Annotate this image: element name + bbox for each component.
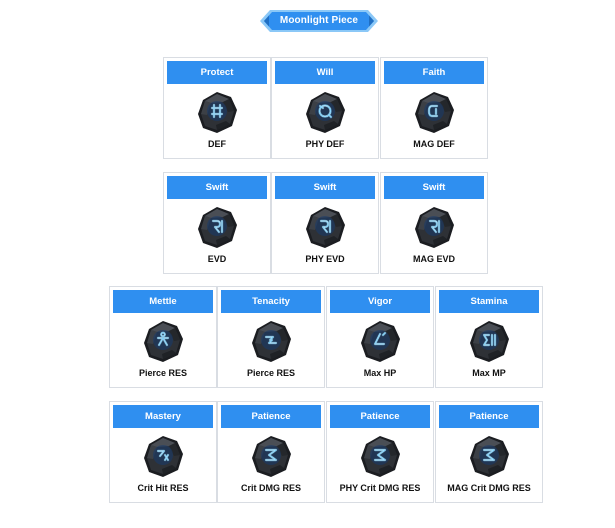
rune-name: Tenacity <box>252 296 290 307</box>
page-title: Moonlight Piece <box>279 15 359 26</box>
card-header: Will <box>275 61 375 84</box>
title-banner: Moonlight Piece <box>260 10 378 32</box>
card-header: Patience <box>221 405 321 428</box>
rune-stat: PHY Crit DMG RES <box>339 483 421 493</box>
rune-swift-icon <box>410 203 458 251</box>
rune-patience-icon <box>465 432 513 480</box>
card-header: Patience <box>330 405 430 428</box>
rune-swift-icon <box>193 203 241 251</box>
rune-card[interactable]: Stamina Max MP <box>435 286 543 388</box>
rune-card[interactable]: Mettle Pierce RES <box>109 286 217 388</box>
rune-name: Patience <box>360 411 400 422</box>
rune-stat: PHY EVD <box>305 254 345 264</box>
rune-stat: MAG DEF <box>413 139 455 149</box>
rune-stat: Crit DMG RES <box>240 483 301 493</box>
card-header: Swift <box>384 176 484 199</box>
rune-card[interactable]: Patience MAG Crit DMG RES <box>435 401 543 503</box>
rune-stat: Pierce RES <box>246 368 296 378</box>
rune-name: Faith <box>422 67 446 78</box>
rune-name: Patience <box>469 411 509 422</box>
card-header: Faith <box>384 61 484 84</box>
rune-name: Will <box>316 67 334 78</box>
rune-patience-icon <box>356 432 404 480</box>
card-header: Mettle <box>113 290 213 313</box>
card-header: Swift <box>167 176 267 199</box>
card-header: Stamina <box>439 290 539 313</box>
rune-card[interactable]: Patience PHY Crit DMG RES <box>326 401 434 503</box>
rune-card[interactable]: Swift MAG EVD <box>380 172 488 274</box>
rune-vigor-icon <box>356 317 404 365</box>
rune-will-icon <box>301 88 349 136</box>
rune-name: Protect <box>200 67 234 78</box>
rune-card[interactable]: Swift EVD <box>163 172 271 274</box>
rune-tenacity-icon <box>247 317 295 365</box>
rune-mettle-icon <box>139 317 187 365</box>
rune-card[interactable]: Faith MAG DEF <box>380 57 488 159</box>
card-header: Vigor <box>330 290 430 313</box>
rune-stat: Crit Hit RES <box>137 483 189 493</box>
rune-patience-icon <box>247 432 295 480</box>
rune-stat: MAG Crit DMG RES <box>447 483 531 493</box>
rune-card[interactable]: Mastery Crit Hit RES <box>109 401 217 503</box>
banner-frame <box>260 10 378 32</box>
rune-card[interactable]: Protect DEF <box>163 57 271 159</box>
card-header: Mastery <box>113 405 213 428</box>
rune-name: Swift <box>205 182 229 193</box>
card-header: Tenacity <box>221 290 321 313</box>
rune-name: Mastery <box>145 411 181 422</box>
rune-card[interactable]: Will PHY DEF <box>271 57 379 159</box>
rune-stamina-icon <box>465 317 513 365</box>
rune-stat: Max MP <box>472 368 506 378</box>
rune-stat: Pierce RES <box>138 368 188 378</box>
card-header: Swift <box>275 176 375 199</box>
rune-stat: EVD <box>207 254 227 264</box>
rune-name: Swift <box>422 182 446 193</box>
rune-stat: DEF <box>208 139 226 149</box>
rune-card[interactable]: Vigor Max HP <box>326 286 434 388</box>
rune-card[interactable]: Tenacity Pierce RES <box>217 286 325 388</box>
rune-name: Patience <box>251 411 291 422</box>
rune-name: Vigor <box>367 296 393 307</box>
rune-name: Mettle <box>149 296 177 307</box>
rune-protect-icon <box>193 88 241 136</box>
rune-stat: PHY DEF <box>305 139 345 149</box>
rune-faith-icon <box>410 88 458 136</box>
card-header: Protect <box>167 61 267 84</box>
rune-stat: MAG EVD <box>412 254 455 264</box>
rune-stat: Max HP <box>363 368 397 378</box>
rune-mastery-icon <box>139 432 187 480</box>
card-header: Patience <box>439 405 539 428</box>
rune-card[interactable]: Patience Crit DMG RES <box>217 401 325 503</box>
rune-name: Stamina <box>470 296 508 307</box>
rune-card[interactable]: Swift PHY EVD <box>271 172 379 274</box>
rune-name: Swift <box>313 182 337 193</box>
rune-swift-icon <box>301 203 349 251</box>
